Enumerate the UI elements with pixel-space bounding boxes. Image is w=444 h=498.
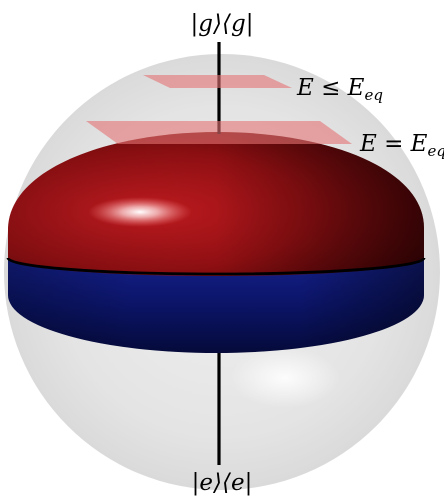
lower-plane-label: E = Eeq — [359, 131, 444, 160]
lower-blue-shading — [8, 258, 424, 353]
red-specular-highlight — [88, 197, 192, 227]
upper-plane-label: E ≤ Eeq — [296, 75, 383, 104]
upper-energy-plane — [143, 75, 292, 88]
lower-energy-plane — [86, 121, 352, 144]
equator-boundary — [6, 257, 426, 276]
bottom-pole-label: |e⟩⟨e| — [192, 470, 253, 496]
upper-red-shading — [8, 132, 424, 276]
sphere-lower-highlight — [230, 348, 340, 408]
top-pole-label: |g⟩⟨g| — [191, 11, 254, 37]
